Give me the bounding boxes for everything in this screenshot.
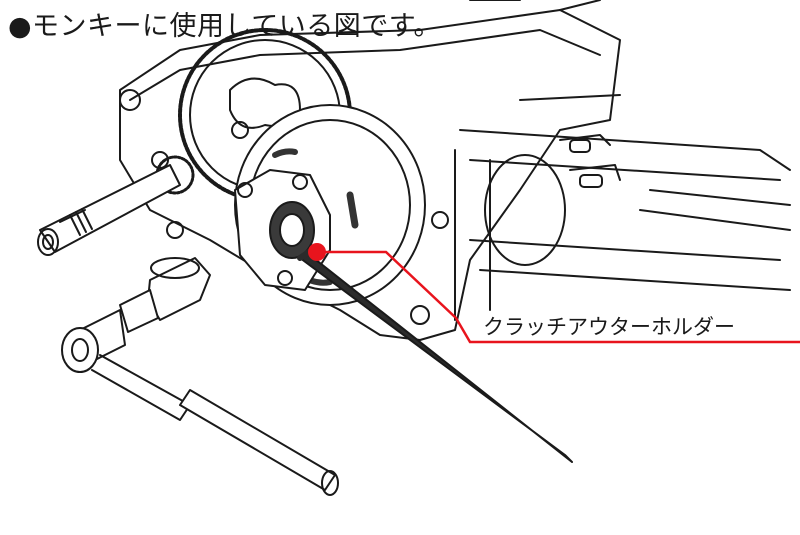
figure-caption: ●モンキーに使用している図です。 [8,11,442,42]
holder-plate [234,169,331,291]
cylinder-area [454,94,791,321]
callout-leader [308,243,800,344]
socket-wrench [61,257,339,496]
kick-shaft [37,164,181,256]
callout-label: クラッチアウターホルダー [483,315,735,339]
